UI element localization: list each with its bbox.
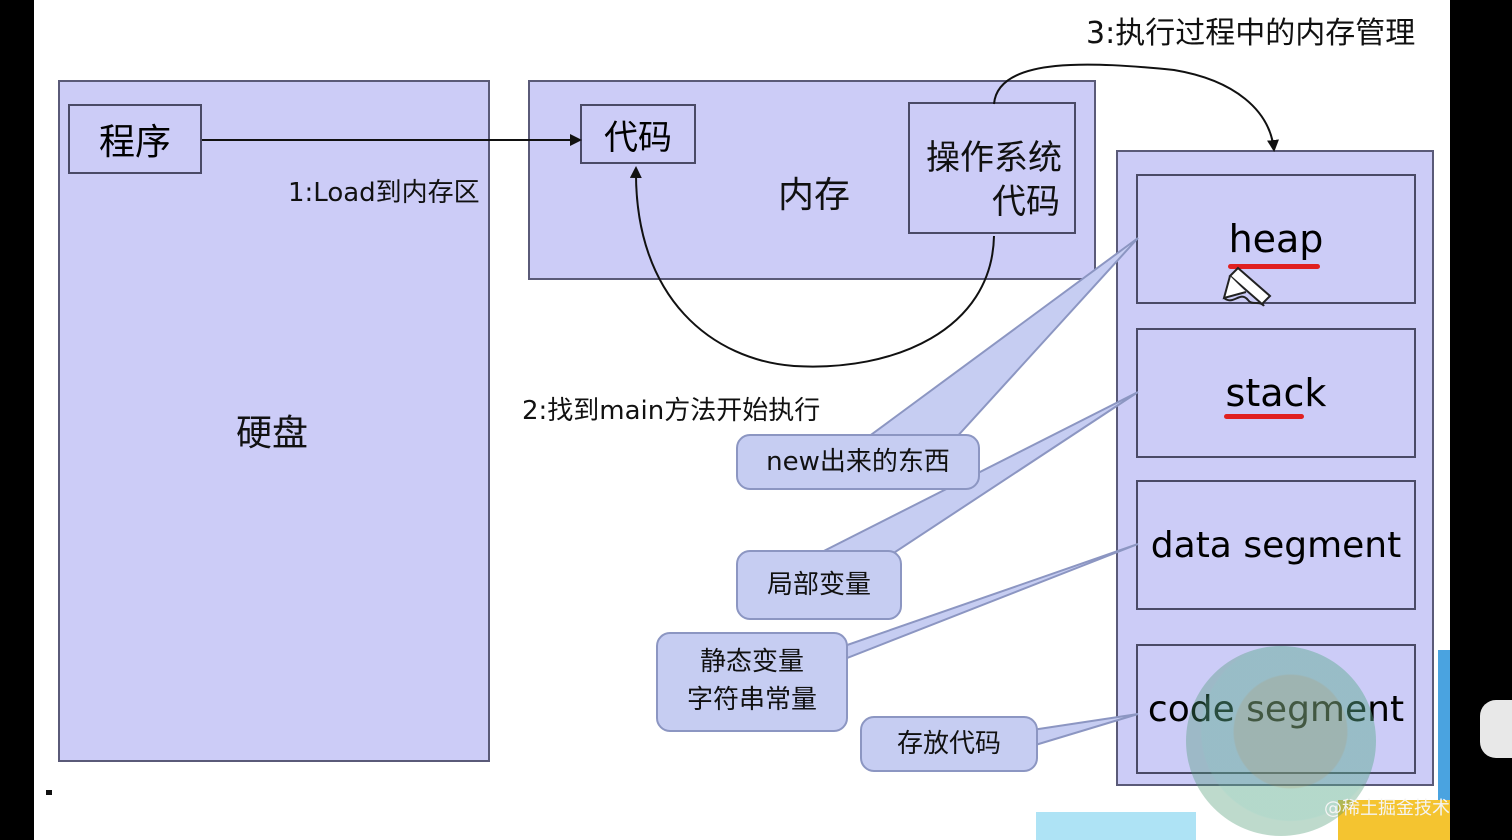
disk-label: 硬盘 [236, 413, 309, 454]
stack-segment: stack [1136, 328, 1416, 458]
program-label: 程序 [98, 122, 171, 163]
heap-segment: heap [1136, 174, 1416, 304]
data-callout-line1: 静态变量 [699, 647, 804, 678]
stack-callout-text: 局部变量 [766, 569, 871, 600]
slide-marker [46, 790, 52, 795]
corner-tile-3 [1036, 812, 1196, 840]
step2-label: 2:找到main方法开始执行 [522, 396, 821, 426]
code-callout: 存放代码 [860, 716, 1038, 772]
stack-callout: 局部变量 [736, 550, 902, 620]
os-code-line1: 操作系统 [926, 138, 1062, 178]
data-callout-line2: 字符串常量 [686, 685, 817, 715]
code-callout-text: 存放代码 [896, 728, 1001, 759]
heap-label: heap [1228, 217, 1324, 261]
code-label: 代码 [604, 117, 672, 158]
data-callout: 静态变量 字符串常量 [656, 632, 848, 732]
player-logo-icon [1186, 646, 1376, 836]
disk-box: 硬盘 [58, 80, 490, 762]
heap-underline [1228, 264, 1320, 269]
heap-callout-text: new出来的东西 [766, 446, 950, 477]
diagram-title: 3:执行过程中的内存管理 [1086, 16, 1416, 51]
data-segment: data segment [1136, 480, 1416, 610]
step1-label: 1:Load到内存区 [288, 178, 480, 208]
os-code-line2: 代码 [992, 182, 1060, 222]
slide: 3:执行过程中的内存管理 硬盘 程序 1:Load到内存区 内存 代码 操作系统… [34, 0, 1450, 840]
memory-label: 内存 [778, 175, 851, 216]
watermark: @稀土掘金技术社区 [1324, 798, 1450, 819]
heap-callout: new出来的东西 [736, 434, 980, 490]
side-handle-icon[interactable] [1480, 700, 1512, 758]
code-box: 代码 [580, 104, 696, 164]
os-code-box: 操作系统 代码 [908, 102, 1076, 234]
stack-underline [1224, 414, 1304, 419]
data-segment-label: data segment [1150, 524, 1402, 566]
stack-label: stack [1225, 371, 1327, 415]
program-box: 程序 [68, 104, 202, 174]
